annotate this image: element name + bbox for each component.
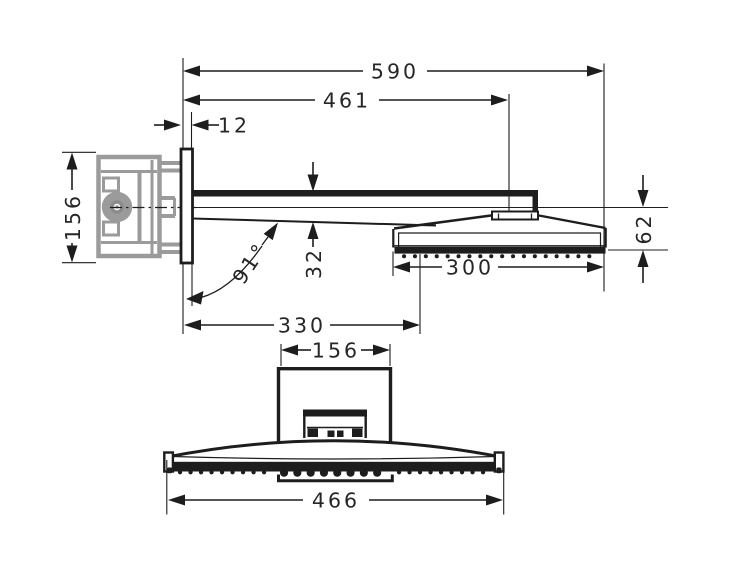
dim-label-330: 330 — [278, 314, 326, 338]
dim-label-590: 590 — [371, 60, 419, 84]
spray-plate-side — [394, 246, 606, 254]
dim-head-edge-height: 62 — [632, 175, 656, 283]
head-rim-line — [172, 455, 496, 460]
extension-lines-side — [62, 58, 668, 334]
dim-label-62: 62 — [632, 212, 656, 244]
dim-head-width: 466 — [168, 489, 503, 513]
dim-label-156-side: 156 — [61, 193, 85, 241]
dim-wall-to-jets: 330 — [184, 314, 420, 338]
dim-label-300: 300 — [446, 256, 494, 280]
dim-plate-height: 156 — [61, 152, 85, 263]
head-dome — [164, 439, 504, 459]
spray-plate-front — [172, 461, 496, 472]
housing-lower-edge — [277, 474, 394, 483]
dim-housing-width: 156 — [281, 339, 390, 363]
dim-label-91deg: 91° — [228, 238, 273, 289]
extension-lines-front — [166, 344, 505, 515]
wall-plate — [179, 147, 194, 265]
dim-label-12: 12 — [218, 114, 250, 138]
dim-label-32: 32 — [302, 247, 326, 279]
arm-connector-side — [491, 210, 539, 221]
shower-arm — [191, 190, 538, 227]
dim-total-reach: 590 — [183, 60, 604, 84]
shower-head-side — [392, 210, 607, 259]
arm-connector-front — [303, 409, 367, 438]
shower-head-front — [163, 439, 505, 483]
arm-housing-front — [276, 367, 393, 444]
dim-plate-thickness: 12 — [154, 114, 250, 138]
dim-arm-reach: 461 — [183, 89, 508, 113]
dim-label-461: 461 — [323, 89, 371, 113]
dim-arm-angle: 91° — [186, 222, 278, 305]
front-view: 156 466 — [163, 339, 505, 515]
dim-label-156-front: 156 — [312, 339, 360, 363]
side-view: 590 461 12 156 — [61, 58, 668, 338]
dim-label-466: 466 — [312, 489, 360, 513]
dim-arm-height: 32 — [302, 162, 326, 279]
wall-bracket — [96, 154, 180, 259]
dim-head-depth: 300 — [393, 256, 604, 280]
